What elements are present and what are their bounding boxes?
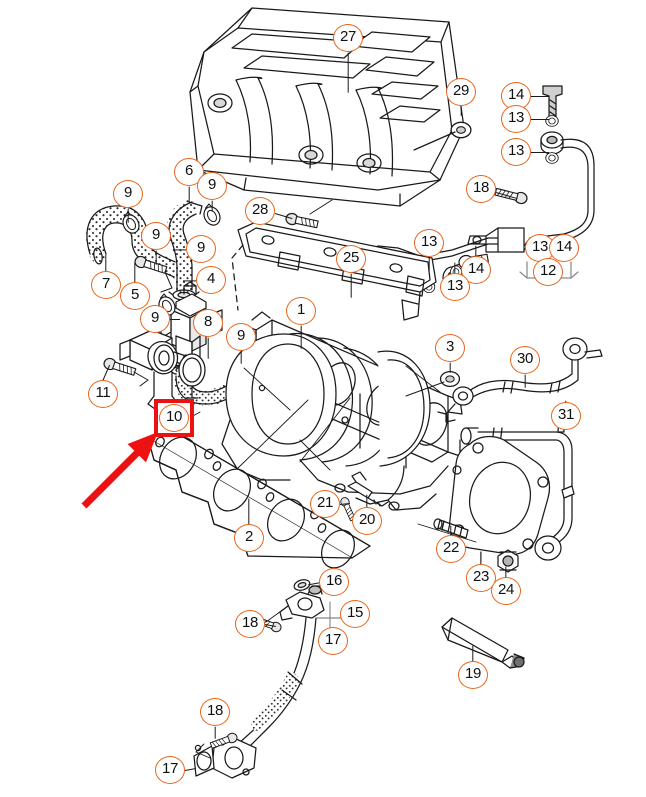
callout-27[interactable]: 27 [333,24,363,52]
callout-leader-line [127,208,129,223]
callout-4[interactable]: 4 [196,266,226,294]
part-30-coolant-line [437,337,603,423]
callout-leader-line [472,645,474,662]
callout-leader-line [350,273,352,298]
callout-7[interactable]: 7 [91,271,121,299]
callout-10[interactable]: 10 [159,404,189,432]
part-29-nut [413,121,472,151]
part-28-bolt [284,211,320,231]
callout-25[interactable]: 25 [336,245,366,273]
callout-15[interactable]: 15 [340,600,370,628]
callout-24[interactable]: 24 [491,577,521,605]
callout-9[interactable]: 9 [186,235,216,263]
callout-11[interactable]: 11 [88,380,118,408]
callout-13[interactable]: 13 [501,105,531,133]
callout-2[interactable]: 2 [234,524,264,552]
part-20-pin [347,471,389,507]
part-31-coolant-line [460,411,575,561]
callout-12[interactable]: 12 [533,258,563,286]
callout-leader-line [460,106,462,116]
callout-leader-line [300,325,302,349]
callout-leader-line [105,254,107,272]
callout-leader-line [347,52,349,93]
part-22-stud [417,518,477,543]
callout-28[interactable]: 28 [245,197,275,225]
callout-19[interactable]: 19 [458,661,488,689]
callout-16[interactable]: 16 [319,568,349,596]
callout-9[interactable]: 9 [197,172,227,200]
callout-leader-line [207,337,209,359]
callout-9[interactable]: 9 [141,222,171,250]
callout-18[interactable]: 18 [235,610,265,638]
callout-leader-line [170,319,180,321]
callout-5[interactable]: 5 [120,282,150,310]
callout-20[interactable]: 20 [352,507,382,535]
callout-13[interactable]: 13 [501,138,531,166]
callout-14[interactable]: 14 [549,234,579,262]
callout-13[interactable]: 13 [414,229,444,257]
callout-18[interactable]: 18 [200,698,230,726]
callout-13[interactable]: 13 [525,234,555,262]
callout-leader-line [188,186,190,204]
part-13-seal-mid [540,131,564,155]
callout-leader-line [134,262,136,283]
callout-30[interactable]: 30 [510,346,540,374]
callout-22[interactable]: 22 [436,535,466,563]
callout-29[interactable]: 29 [446,78,476,106]
callout-17[interactable]: 17 [155,756,185,784]
callout-9[interactable]: 9 [140,305,170,333]
part-27-engine-cover [189,7,465,207]
callout-18[interactable]: 18 [466,175,496,203]
callout-leader-line [211,200,213,212]
callout-leader-line [366,494,368,508]
callout-leader-line [531,152,549,154]
callout-8[interactable]: 8 [193,309,223,337]
callout-leader-line [480,551,482,565]
callout-9[interactable]: 9 [226,323,256,351]
callout-leader-line [531,96,549,98]
callout-13[interactable]: 13 [440,273,470,301]
callout-14[interactable]: 14 [461,256,491,284]
callout-3[interactable]: 3 [435,334,465,362]
part-3-nut [439,370,461,388]
part-13-seal-lower [545,152,559,164]
callout-leader-line [240,351,242,364]
callout-leader-line [531,119,549,121]
callout-9[interactable]: 9 [113,180,143,208]
callout-31[interactable]: 31 [551,402,581,430]
callout-leader-line [214,726,216,739]
part-13-seal-upper [545,115,559,127]
callout-leader-line [428,257,430,271]
part-24-nut [497,549,519,573]
callout-21[interactable]: 21 [310,490,340,518]
callout-leader-line [183,280,196,282]
callout-leader-line [175,249,186,251]
part-25-heat-shield [231,221,437,321]
callout-leader-line [524,374,526,388]
part-1-turbocharger-manifold [221,311,463,511]
callout-1[interactable]: 1 [286,297,316,325]
part-10-pump-assembly [119,329,206,415]
part-19-sealant-tube [441,617,525,669]
callout-17[interactable]: 17 [318,627,348,655]
callout-leader-line [248,498,250,525]
callout-leader-line [155,250,157,265]
callout-leader-line [449,362,451,373]
